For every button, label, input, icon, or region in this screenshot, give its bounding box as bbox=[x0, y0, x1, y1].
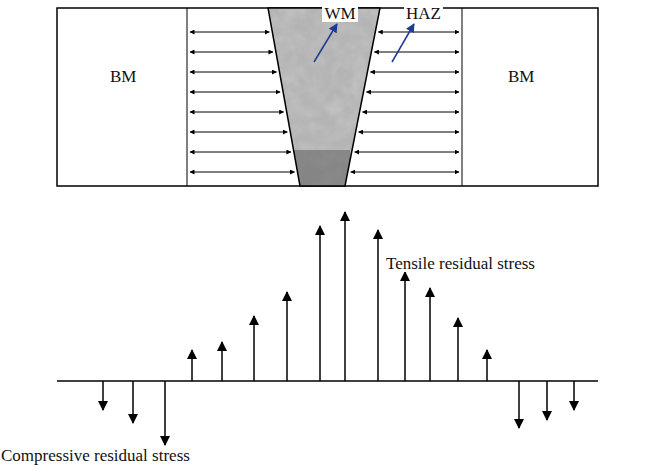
stress-arrow bbox=[355, 152, 459, 153]
stress-arrow bbox=[191, 350, 193, 381]
stress-arrow bbox=[102, 381, 104, 410]
stress-arrow bbox=[319, 226, 321, 381]
compressive-label: Compressive residual stress bbox=[1, 447, 190, 464]
stress-arrow bbox=[370, 72, 459, 73]
stress-arrow bbox=[404, 272, 406, 381]
haz-boundary bbox=[462, 8, 463, 186]
stress-arrow bbox=[221, 342, 223, 381]
stress-arrow bbox=[486, 350, 488, 381]
haz-stress-arrows bbox=[190, 32, 459, 172]
stress-arrow bbox=[190, 152, 291, 153]
stress-arrow bbox=[457, 318, 459, 381]
stress-arrow bbox=[190, 72, 277, 73]
stress-arrow bbox=[366, 92, 459, 93]
stress-arrow bbox=[190, 112, 284, 113]
stress-arrow bbox=[164, 381, 166, 445]
stress-arrows bbox=[103, 212, 574, 445]
stress-arrow bbox=[253, 316, 255, 381]
stress-arrow bbox=[190, 132, 287, 133]
tensile-label: Tensile residual stress bbox=[384, 255, 537, 272]
stress-arrow bbox=[190, 52, 273, 53]
haz-boundary bbox=[187, 8, 188, 186]
stress-arrow bbox=[573, 381, 575, 410]
stress-arrow bbox=[546, 381, 548, 420]
stress-arrow bbox=[286, 292, 288, 381]
base-metal-label: BM bbox=[508, 68, 534, 85]
stress-arrow bbox=[518, 381, 520, 428]
stress-arrow bbox=[377, 230, 379, 381]
stress-arrow bbox=[190, 32, 269, 33]
stress-arrow bbox=[351, 172, 459, 173]
stress-arrow bbox=[374, 52, 459, 53]
leader-arrow bbox=[392, 24, 414, 62]
leader-arrow bbox=[314, 24, 337, 62]
stress-arrow bbox=[344, 212, 346, 381]
haz-label: HAZ bbox=[404, 5, 443, 22]
weld-metal-label: WM bbox=[322, 5, 357, 22]
stress-arrow bbox=[363, 112, 459, 113]
stress-arrow bbox=[429, 288, 431, 381]
stress-arrow bbox=[190, 92, 280, 93]
base-metal-label: BM bbox=[110, 68, 136, 85]
weld-metal bbox=[260, 8, 390, 190]
stress-arrow bbox=[378, 32, 459, 33]
stress-arrow bbox=[190, 172, 294, 173]
stress-arrow bbox=[359, 132, 459, 133]
stress-axis bbox=[57, 380, 598, 382]
stress-arrow bbox=[132, 381, 134, 423]
